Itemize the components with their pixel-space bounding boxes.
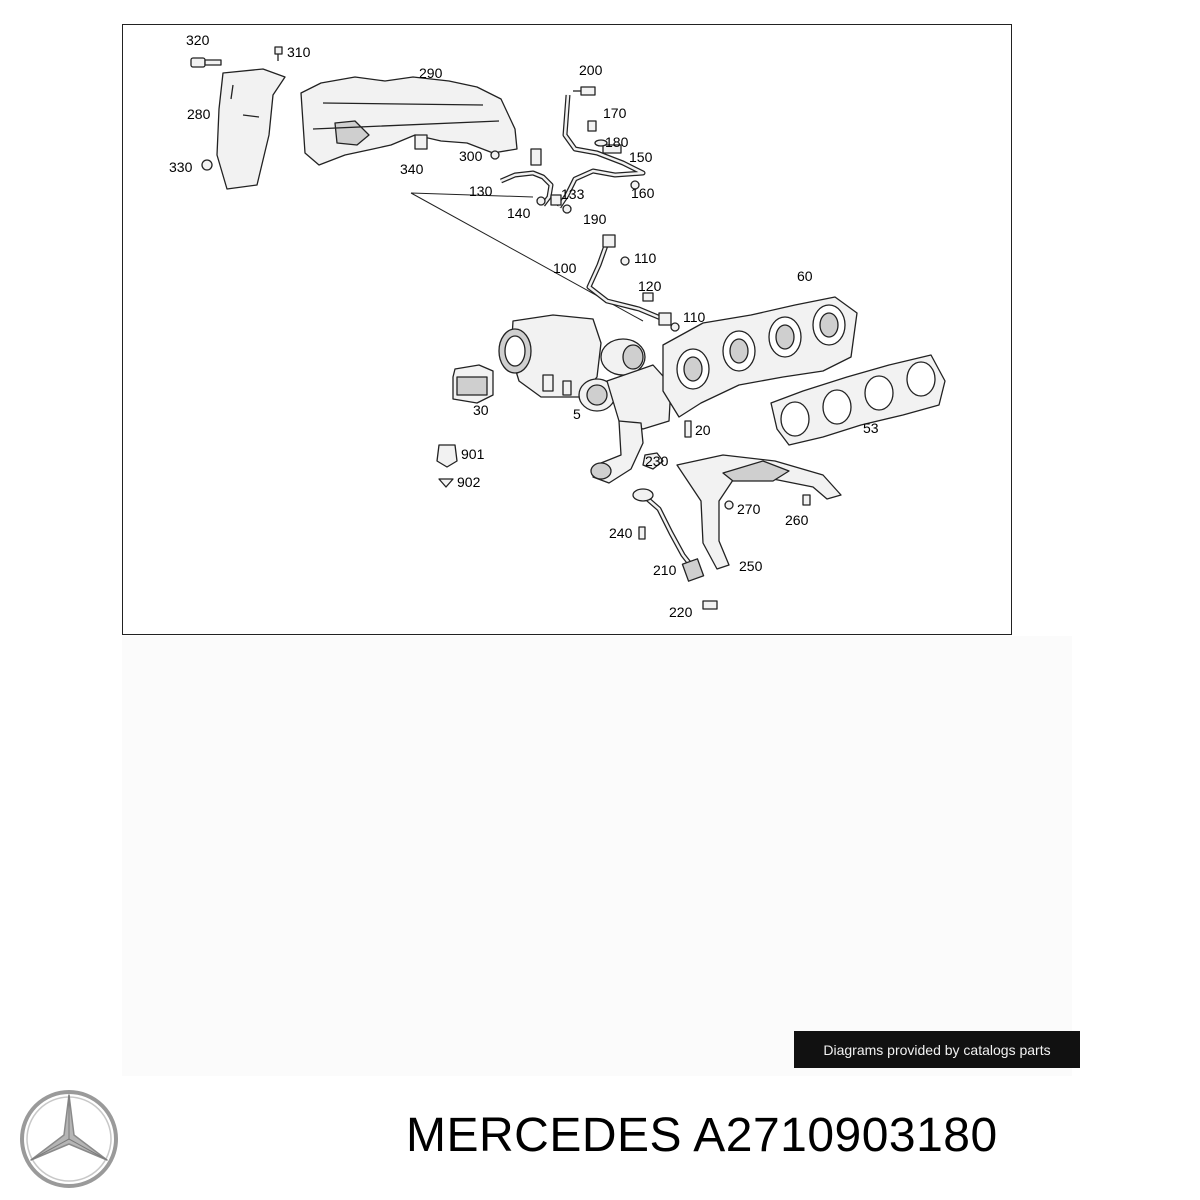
- callout-120: 120: [638, 278, 662, 294]
- part-310-screw: [274, 46, 283, 61]
- callout-330: 330: [169, 159, 193, 175]
- callout-5: 5: [573, 406, 581, 422]
- callout-220: 220: [669, 604, 693, 620]
- part-140-bolt: [536, 196, 546, 206]
- callout-260: 260: [785, 512, 809, 528]
- callout-60: 60: [797, 268, 813, 284]
- part-number-caption: MERCEDES A2710903180: [406, 1109, 998, 1162]
- parts-diagram-frame: 320 310 290 200 170 180 150 160 280 330 …: [122, 24, 1012, 635]
- part-220-seal: [702, 600, 718, 610]
- callout-280: 280: [187, 106, 211, 122]
- callout-180: 180: [605, 134, 629, 150]
- part-300-bolt: [490, 150, 500, 160]
- part-110-washer: [620, 256, 630, 266]
- part-20-stud: [684, 420, 692, 438]
- callout-200: 200: [579, 62, 603, 78]
- callout-53: 53: [863, 420, 879, 436]
- callout-150: 150: [629, 149, 653, 165]
- callout-270: 270: [737, 501, 761, 517]
- part-5-turbocharger: [498, 314, 672, 484]
- mercedes-star-icon: [20, 1090, 118, 1188]
- part-230-bracket: [642, 452, 664, 470]
- callout-901: 901: [461, 446, 485, 462]
- callout-290: 290: [419, 65, 443, 81]
- part-330-nut: [201, 159, 213, 171]
- part-120-nut: [642, 292, 654, 302]
- part-170-bolt: [587, 120, 597, 132]
- callout-300: 300: [459, 148, 483, 164]
- part-270-nut: [724, 500, 734, 510]
- part-902-plug: [438, 478, 454, 488]
- part-280-heat-shield-bracket: [216, 68, 286, 190]
- part-60-exhaust-manifold: [662, 296, 858, 418]
- callout-210: 210: [653, 562, 677, 578]
- callout-133: 133: [561, 186, 585, 202]
- callout-140: 140: [507, 205, 531, 221]
- callout-110-upper: 110: [634, 250, 657, 266]
- turbocharger-exploded-diagram: [190, 46, 946, 610]
- part-901-cap: [436, 444, 458, 468]
- part-200-bolt: [573, 86, 596, 96]
- callout-110-lower: 110: [683, 309, 706, 325]
- callout-250: 250: [739, 558, 763, 574]
- part-320-bolt: [190, 57, 222, 68]
- callout-320: 320: [186, 32, 210, 48]
- callout-170: 170: [603, 105, 627, 121]
- callout-130: 130: [469, 183, 493, 199]
- part-240-bolt: [638, 526, 646, 540]
- callout-310: 310: [287, 44, 311, 60]
- callout-100: 100: [553, 260, 577, 276]
- callout-190: 190: [583, 211, 607, 227]
- part-340-clip: [414, 134, 428, 150]
- callout-902: 902: [457, 474, 481, 490]
- callout-240: 240: [609, 525, 633, 541]
- part-180-washer: [594, 139, 608, 147]
- callout-30: 30: [473, 402, 489, 418]
- part-160-washer: [630, 180, 640, 190]
- part-133-fitting: [550, 194, 562, 206]
- callout-340: 340: [400, 161, 424, 177]
- diagram-background-area: [122, 636, 1072, 1076]
- callout-230: 230: [645, 453, 669, 469]
- part-260-bolt: [802, 494, 811, 506]
- part-190-washer: [562, 204, 572, 214]
- callout-20: 20: [695, 422, 711, 438]
- diagram-credit-banner: Diagrams provided by catalogs parts: [794, 1031, 1080, 1068]
- part-53-gasket: [770, 354, 946, 446]
- callout-160: 160: [631, 185, 655, 201]
